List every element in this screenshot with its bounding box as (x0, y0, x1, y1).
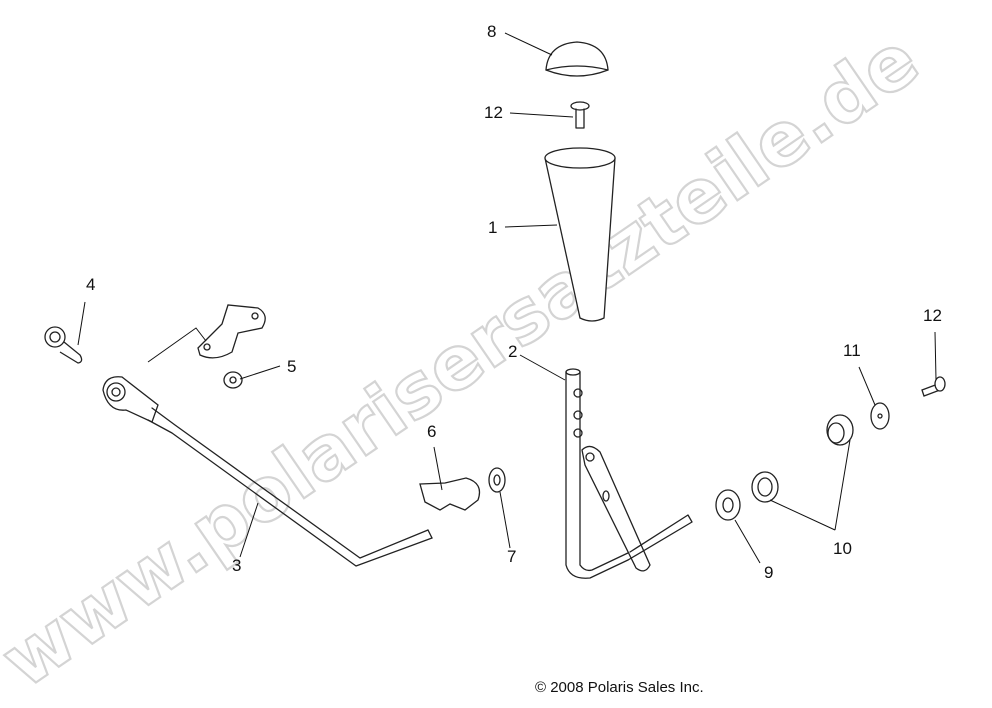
callout-5: 5 (287, 357, 296, 376)
callout-6: 6 (427, 422, 436, 441)
part-washer-7 (488, 467, 506, 493)
callout-2: 2 (508, 342, 517, 361)
callout-3: 3 (232, 556, 241, 575)
part-washer-9 (715, 489, 741, 521)
leader-lines (77, 32, 937, 564)
part-shift-knob (544, 147, 616, 322)
callout-12-right: 12 (923, 306, 942, 325)
part-shift-rod (102, 376, 433, 567)
callout-7: 7 (507, 547, 516, 566)
part-bushing-10 (751, 414, 854, 503)
part-washer-11 (870, 402, 890, 430)
part-clip (419, 477, 481, 511)
part-bolt (44, 326, 83, 364)
watermark: www.polarisersatzteile.de (0, 16, 934, 704)
callout-8: 8 (487, 22, 496, 41)
callout-10: 10 (833, 539, 852, 558)
part-nut (223, 371, 243, 389)
part-screw-right (921, 376, 946, 397)
callout-12: 12 (484, 103, 503, 122)
callout-9: 9 (764, 563, 773, 582)
callout-1: 1 (488, 218, 497, 237)
part-shift-lever (565, 368, 693, 579)
part-knob-cap (545, 41, 609, 77)
callout-4: 4 (86, 275, 95, 294)
part-screw-top (570, 101, 590, 129)
callout-11: 11 (843, 341, 861, 360)
copyright: © 2008 Polaris Sales Inc. (535, 679, 704, 696)
part-bracket (197, 304, 266, 359)
